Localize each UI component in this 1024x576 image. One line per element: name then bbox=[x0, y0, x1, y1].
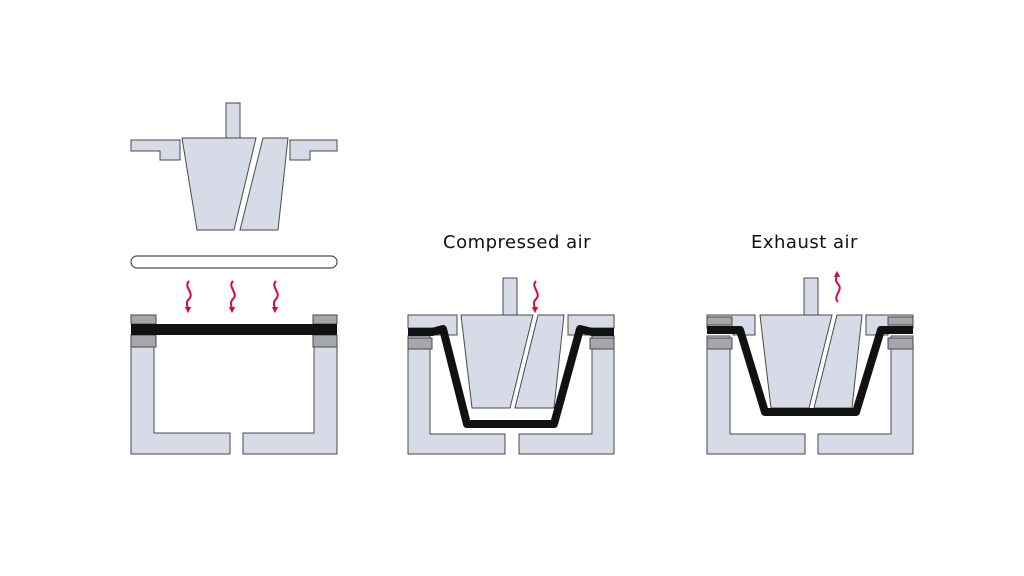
plug-assist bbox=[130, 102, 338, 231]
step-1-heating bbox=[130, 102, 338, 455]
clamp-frames bbox=[130, 314, 338, 348]
clamp-frames bbox=[407, 337, 615, 350]
step-2-compressed-air bbox=[407, 277, 615, 455]
plastic-sheet bbox=[408, 325, 614, 428]
exhaust-air-arrow-icon bbox=[833, 270, 841, 303]
heater-element bbox=[130, 255, 338, 269]
heat-arrow-icon bbox=[184, 280, 192, 314]
compressed-air-arrow-icon bbox=[531, 280, 539, 314]
step-3-exhaust-air bbox=[706, 270, 914, 455]
clamp-frames bbox=[706, 316, 914, 350]
heat-arrow-icon bbox=[228, 280, 236, 314]
plug-assist bbox=[706, 277, 914, 409]
mold-cavity bbox=[130, 335, 338, 455]
plug-assist bbox=[407, 277, 615, 409]
plastic-sheet bbox=[707, 326, 913, 416]
plastic-sheet bbox=[131, 324, 337, 335]
heat-arrows bbox=[184, 280, 279, 314]
exhaust-air-label: Exhaust air bbox=[751, 232, 858, 253]
heat-arrow-icon bbox=[271, 280, 279, 314]
compressed-air-label: Compressed air bbox=[443, 232, 592, 253]
